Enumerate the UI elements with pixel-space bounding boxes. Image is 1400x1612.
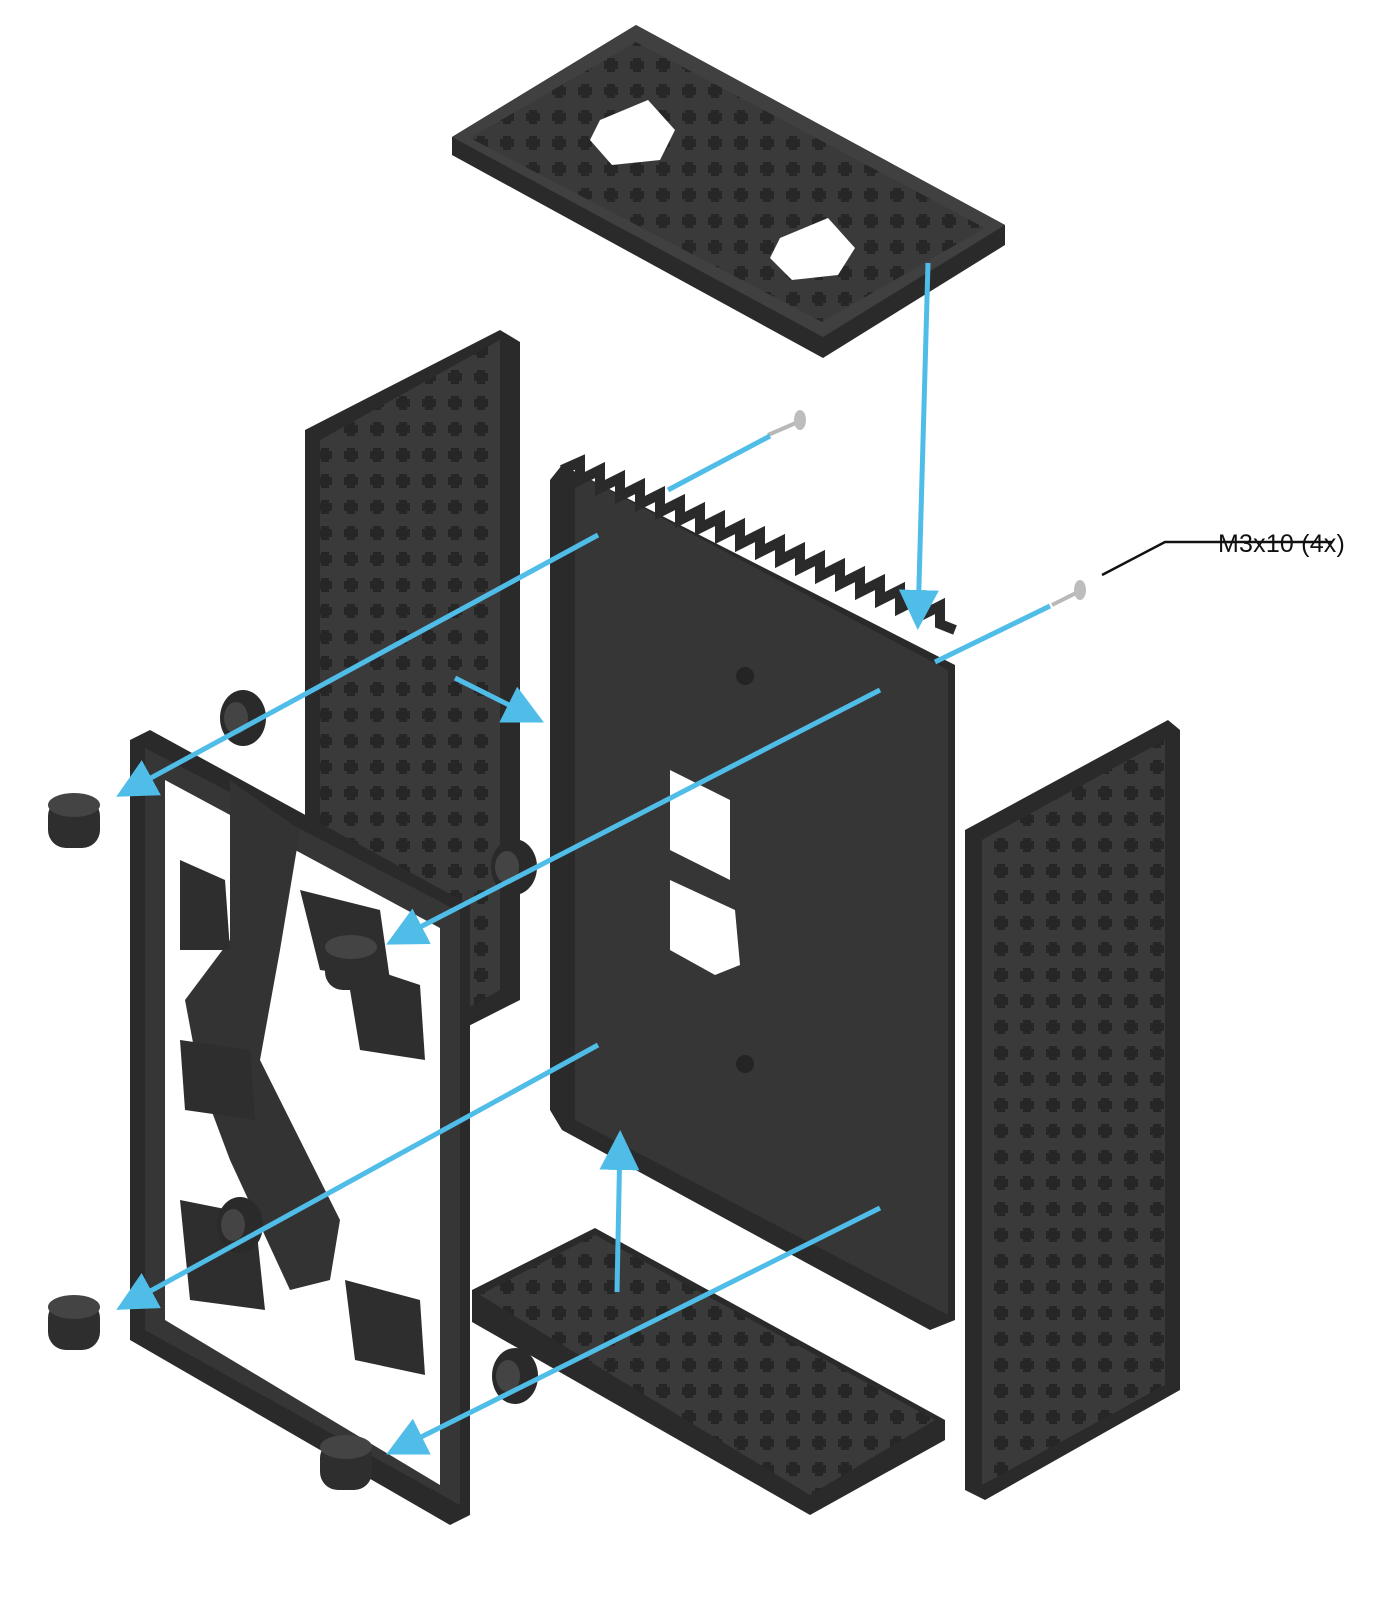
clip-block [345,1280,425,1375]
arrow-rod-bottom-left [116,1042,600,1310]
spacer [491,839,537,895]
foot-knob [325,935,377,990]
callout-leader-line [1101,540,1332,577]
back-plate-cutout [670,770,730,880]
clip-block [180,860,230,950]
screw [767,410,806,437]
spacer [492,1348,538,1404]
keyhole-slot [736,667,755,701]
spacer [217,1197,263,1253]
top-plate-cutout [590,100,675,165]
arrow-bottom-plate [599,1130,640,1293]
frame-bracket [185,780,340,1290]
arrow-rod-top-right [386,687,882,945]
foot-knob [48,793,100,848]
screw-callout-label: M3x10 (4x) [1218,530,1346,558]
keyhole-slot [736,1055,755,1089]
arrow-left-panel [453,675,544,723]
top-plate [452,25,1005,358]
foot-knob [320,1435,372,1490]
back-plate [550,454,957,1330]
front-frame [130,730,470,1525]
bottom-plate [472,1228,945,1515]
back-plate-cutout [670,880,740,975]
foot-knob [48,1295,100,1350]
arrow-rod-bottom-right [386,1205,882,1455]
arrow-screw-line [666,433,772,493]
right-side-panel [965,720,1180,1500]
arrow-top-plate [898,262,939,630]
clip-block [180,1040,255,1120]
screw [1051,580,1086,607]
arrow-rod-top-left [116,532,600,797]
top-plate-cutout [770,218,855,280]
assembly-arrows [116,262,1052,1455]
arrow-screw-line [933,603,1052,665]
